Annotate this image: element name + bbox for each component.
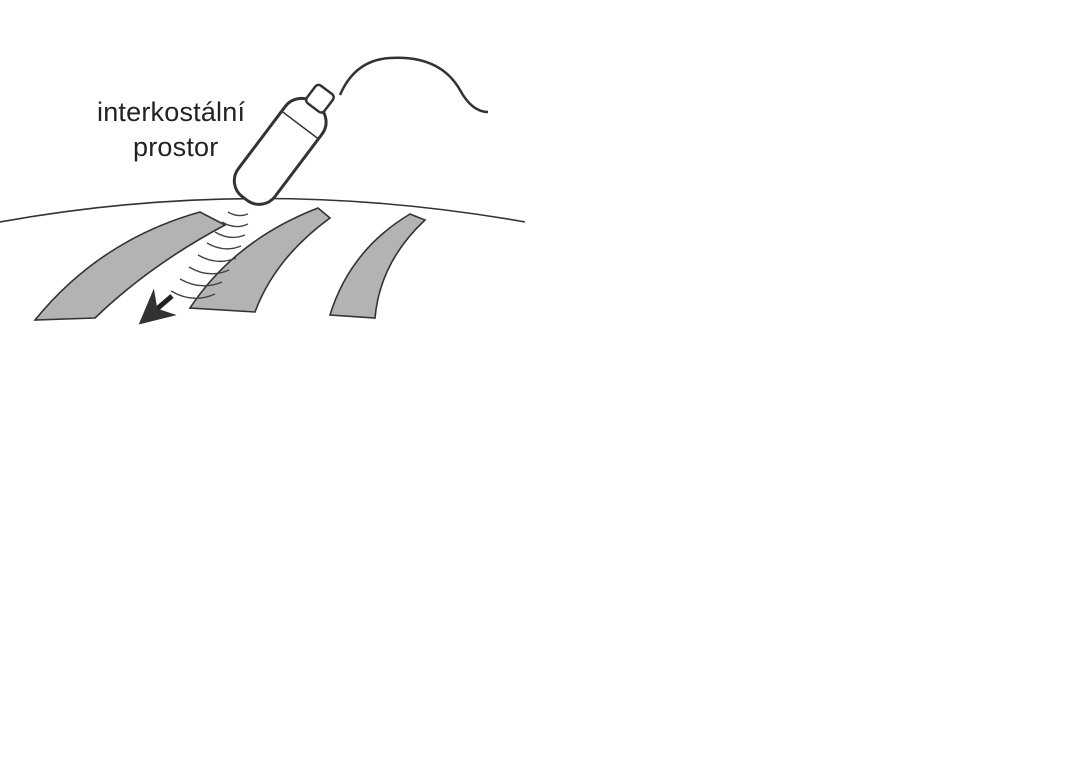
probe-cable bbox=[340, 58, 488, 112]
label-space: prostor bbox=[133, 131, 218, 163]
label-intercostal: interkostální bbox=[97, 96, 245, 128]
rib-3 bbox=[330, 214, 425, 318]
intercostal-probe-panel bbox=[0, 58, 525, 320]
beam-direction-arrow bbox=[144, 296, 172, 320]
